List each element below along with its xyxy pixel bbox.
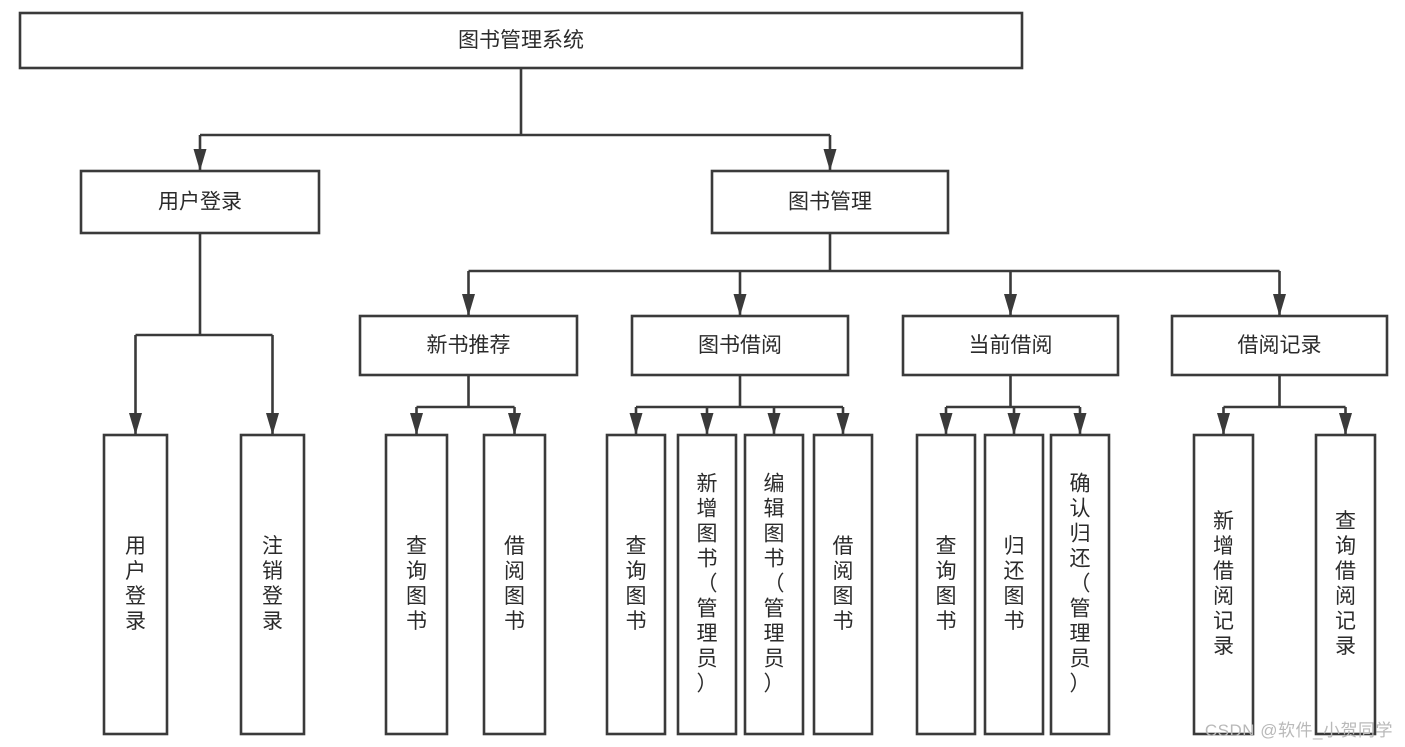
- node-label-leaf-query-book-borrow: 查询图书: [626, 535, 647, 633]
- node-label-leaf-confirm-return: 确认归还（管理员）: [1070, 472, 1091, 695]
- node-box-leaf-edit-book: [743, 433, 805, 736]
- node-box-book-borrow: [630, 314, 850, 377]
- arrow-head-book-manage-1: [733, 294, 747, 316]
- node-leaf-edit-book[interactable]: 编辑图书（管理员）: [743, 433, 805, 736]
- node-leaf-query-record[interactable]: 查询借阅记录: [1314, 433, 1377, 736]
- arrow-head-book-borrow-1: [700, 413, 714, 435]
- node-label-borrow-record: 借阅记录: [1238, 334, 1322, 357]
- node-box-leaf-query-book-borrow: [605, 433, 667, 736]
- node-current-borrow[interactable]: 当前借阅: [901, 314, 1120, 377]
- arrow-head-current-borrow-2: [1073, 413, 1087, 435]
- node-leaf-confirm-return[interactable]: 确认归还（管理员）: [1049, 433, 1111, 736]
- node-label-leaf-add-book: 新增图书（管理员）: [697, 472, 718, 695]
- node-label-user-login: 用户登录: [158, 191, 242, 214]
- arrow-head-book-manage-0: [462, 294, 475, 316]
- node-leaf-add-record[interactable]: 新增借阅记录: [1192, 433, 1255, 736]
- node-leaf-add-book[interactable]: 新增图书（管理员）: [676, 433, 738, 736]
- node-leaf-borrow-book[interactable]: 借阅图书: [812, 433, 874, 736]
- arrow-head-user-login-1: [266, 413, 279, 435]
- node-box-borrow-record: [1170, 314, 1389, 377]
- node-new-book-recommend[interactable]: 新书推荐: [358, 314, 579, 377]
- node-box-root: [18, 11, 1024, 70]
- nodes-layer: 图书管理系统用户登录图书管理新书推荐图书借阅当前借阅借阅记录用户登录注销登录查询…: [18, 11, 1389, 736]
- node-root[interactable]: 图书管理系统: [18, 11, 1024, 70]
- node-user-login[interactable]: 用户登录: [79, 169, 321, 235]
- node-box-leaf-add-record: [1192, 433, 1255, 736]
- node-box-leaf-confirm-return: [1049, 433, 1111, 736]
- node-box-leaf-query-book-rec: [384, 433, 449, 736]
- arrow-head-new-book-recommend-1: [508, 413, 521, 435]
- node-label-book-manage: 图书管理: [788, 191, 872, 214]
- node-leaf-borrow-book-rec[interactable]: 借阅图书: [482, 433, 547, 736]
- arrow-head-book-manage-3: [1273, 294, 1286, 316]
- arrow-head-borrow-record-1: [1339, 413, 1352, 435]
- node-leaf-logout[interactable]: 注销登录: [239, 433, 306, 736]
- node-box-leaf-return-book: [983, 433, 1045, 736]
- node-book-borrow[interactable]: 图书借阅: [630, 314, 850, 377]
- node-box-new-book-recommend: [358, 314, 579, 377]
- node-box-leaf-user-login: [102, 433, 169, 736]
- edges-layer: [129, 68, 1352, 435]
- arrow-head-book-borrow-0: [629, 413, 643, 435]
- node-leaf-return-book[interactable]: 归还图书: [983, 433, 1045, 736]
- node-leaf-query-book-rec[interactable]: 查询图书: [384, 433, 449, 736]
- node-label-leaf-borrow-book: 借阅图书: [833, 535, 854, 633]
- node-box-leaf-borrow-book-rec: [482, 433, 547, 736]
- arrow-head-book-manage-2: [1004, 294, 1017, 316]
- node-box-leaf-add-book: [676, 433, 738, 736]
- node-borrow-record[interactable]: 借阅记录: [1170, 314, 1389, 377]
- node-leaf-query-book-cur[interactable]: 查询图书: [915, 433, 977, 736]
- node-box-leaf-query-book-cur: [915, 433, 977, 736]
- node-box-book-manage: [710, 169, 950, 235]
- node-box-current-borrow: [901, 314, 1120, 377]
- node-label-leaf-add-record: 新增借阅记录: [1213, 510, 1234, 658]
- node-label-leaf-query-book-cur: 查询图书: [936, 535, 957, 633]
- node-label-leaf-return-book: 归还图书: [1004, 535, 1025, 633]
- node-label-leaf-query-book-rec: 查询图书: [406, 535, 427, 633]
- arrow-head-root-0: [193, 149, 207, 171]
- node-label-leaf-borrow-book-rec: 借阅图书: [504, 535, 525, 633]
- node-label-leaf-query-record: 查询借阅记录: [1335, 510, 1356, 658]
- node-book-manage[interactable]: 图书管理: [710, 169, 950, 235]
- node-label-new-book-recommend: 新书推荐: [427, 334, 511, 357]
- node-label-leaf-edit-book: 编辑图书（管理员）: [764, 472, 785, 695]
- node-label-current-borrow: 当前借阅: [969, 334, 1053, 357]
- arrow-head-current-borrow-0: [939, 413, 953, 435]
- node-leaf-query-book-borrow[interactable]: 查询图书: [605, 433, 667, 736]
- node-box-user-login: [79, 169, 321, 235]
- arrow-head-book-borrow-3: [836, 413, 850, 435]
- arrow-head-new-book-recommend-0: [410, 413, 423, 435]
- arrow-head-root-1: [823, 149, 837, 171]
- arrow-head-current-borrow-1: [1007, 413, 1021, 435]
- node-leaf-user-login[interactable]: 用户登录: [102, 433, 169, 736]
- arrow-head-user-login-0: [129, 413, 142, 435]
- arrow-head-borrow-record-0: [1217, 413, 1230, 435]
- node-label-root: 图书管理系统: [458, 29, 584, 52]
- node-box-leaf-borrow-book: [812, 433, 874, 736]
- node-label-leaf-logout: 注销登录: [262, 535, 283, 633]
- arrow-head-book-borrow-2: [767, 413, 781, 435]
- node-label-leaf-user-login: 用户登录: [125, 535, 146, 633]
- node-label-book-borrow: 图书借阅: [698, 334, 782, 357]
- node-box-leaf-logout: [239, 433, 306, 736]
- node-box-leaf-query-record: [1314, 433, 1377, 736]
